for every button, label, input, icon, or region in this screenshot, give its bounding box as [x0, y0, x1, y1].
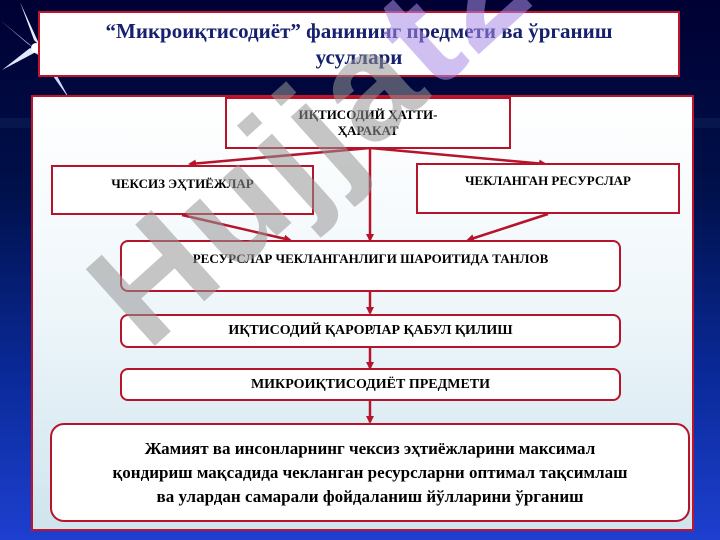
definition-line-2: қондириш мақсадида чекланган ресурсларни… [112, 462, 628, 482]
box-decisions: ИҚТИСОДИЙ ҚАРОРЛАР ҚАБУЛ ҚИЛИШ [120, 314, 621, 348]
box-definition: Жамият ва инсонларнинг чексиз эҳтиёжлари… [50, 423, 690, 522]
definition-line-1: Жамият ва инсонларнинг чексиз эҳтиёжлари… [144, 438, 596, 458]
box-unlimited-needs-label: ЧЕКСИЗ ЭҲТИЁЖЛАР [111, 176, 254, 191]
box-subject: МИКРОИҚТИСОДИЁТ ПРЕДМЕТИ [120, 368, 621, 401]
title-box: “Микроиқтисодиёт” фанининг предмети ва ў… [38, 11, 680, 77]
definition-line-3: ва улардан самарали фойдаланиш йўлларини… [156, 486, 584, 506]
box-choice-label: РЕСУРСЛАР ЧЕКЛАНГАНЛИГИ ШАРОИТИДА ТАНЛОВ [192, 251, 549, 266]
title-line-2: усуллари [315, 45, 403, 69]
box-choice: РЕСУРСЛАР ЧЕКЛАНГАНЛИГИ ШАРОИТИДА ТАНЛОВ [120, 240, 621, 292]
box-economic-behavior: ИҚТИСОДИЙ ҲАТТИ- ҲАРАКАТ [225, 97, 511, 149]
box-subject-label: МИКРОИҚТИСОДИЁТ ПРЕДМЕТИ [250, 376, 491, 392]
box-economic-behavior-line-2: ҲАРАКАТ [337, 123, 399, 138]
box-limited-resources-label: ЧЕКЛАНГАН РЕСУРСЛАР [465, 173, 631, 188]
title-line-1: “Микроиқтисодиёт” фанининг предмети ва ў… [105, 19, 613, 43]
box-decisions-label: ИҚТИСОДИЙ ҚАРОРЛАР ҚАБУЛ ҚИЛИШ [228, 323, 513, 338]
box-unlimited-needs: ЧЕКСИЗ ЭҲТИЁЖЛАР [51, 165, 314, 215]
box-economic-behavior-line-1: ИҚТИСОДИЙ ҲАТТИ- [298, 107, 438, 122]
box-limited-resources: ЧЕКЛАНГАН РЕСУРСЛАР [416, 163, 680, 214]
page-title: “Микроиқтисодиёт” фанининг предмети ва ў… [106, 18, 613, 70]
